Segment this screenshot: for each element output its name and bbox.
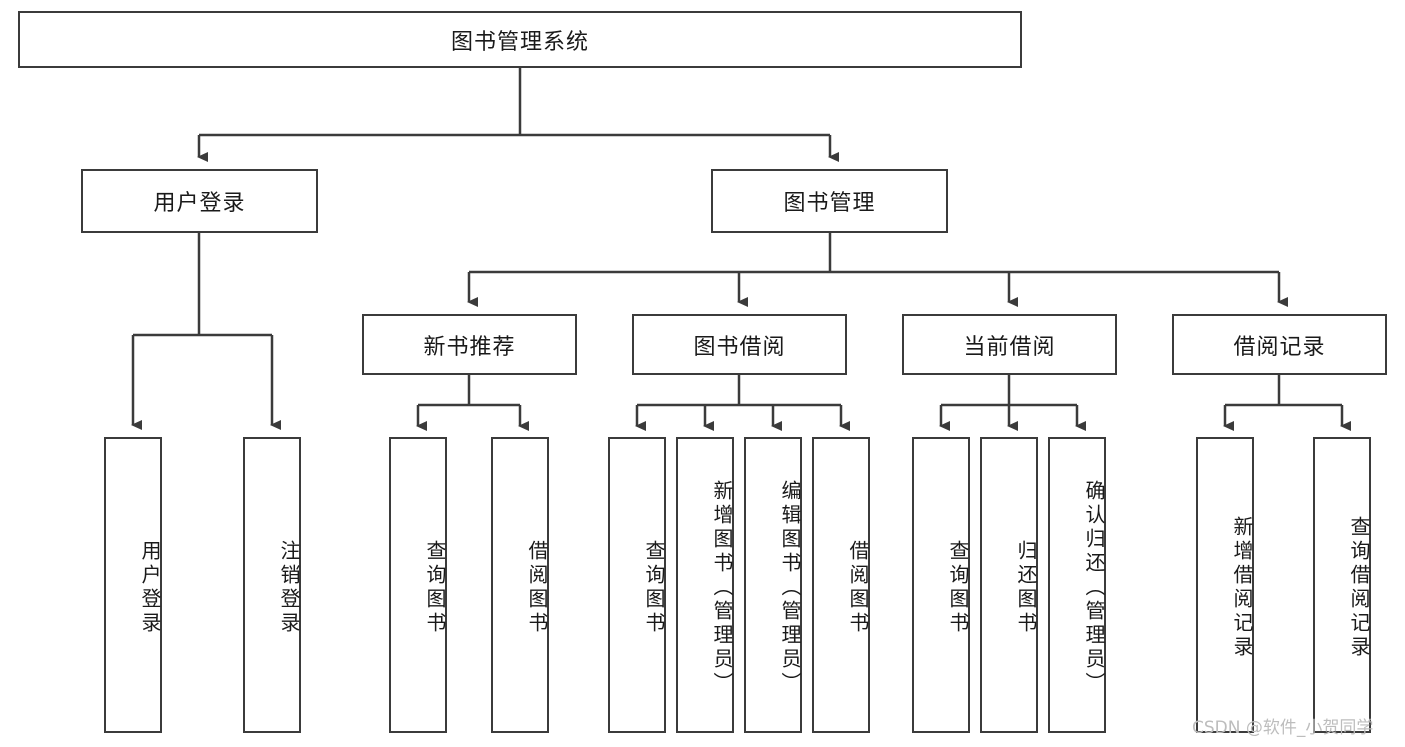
leaf-borrow-query-book[interactable]: 查询图书 <box>608 437 666 733</box>
node-root-system[interactable]: 图书管理系统 <box>18 11 1022 68</box>
leaf-current-query-book[interactable]: 查询图书 <box>912 437 970 733</box>
leaf-label: 查询图书 <box>946 540 970 636</box>
leaf-label: 注销登录 <box>277 540 301 636</box>
leaf-label: 归还图书 <box>1014 540 1038 636</box>
leaf-new-book-query[interactable]: 查询图书 <box>389 437 447 733</box>
leaf-borrow-add-book[interactable]: 新增图书（管理员） <box>676 437 734 733</box>
leaf-user-login-logout[interactable]: 注销登录 <box>243 437 301 733</box>
leaf-label: 借阅图书 <box>846 540 870 636</box>
leaf-label: 借阅图书 <box>525 540 549 636</box>
leaf-label: 新增图书（管理员） <box>710 480 734 696</box>
leaf-label: 编辑图书（管理员） <box>778 480 802 696</box>
leaf-label: 新增借阅记录 <box>1230 516 1254 660</box>
leaf-current-confirm-return[interactable]: 确认归还（管理员） <box>1048 437 1106 733</box>
leaf-label: 查询图书 <box>642 540 666 636</box>
node-new-book-recommend[interactable]: 新书推荐 <box>362 314 577 375</box>
node-current-borrow[interactable]: 当前借阅 <box>902 314 1117 375</box>
leaf-record-query[interactable]: 查询借阅记录 <box>1313 437 1371 733</box>
leaf-label: 查询借阅记录 <box>1347 516 1371 660</box>
leaf-current-return-book[interactable]: 归还图书 <box>980 437 1038 733</box>
leaf-label: 查询图书 <box>423 540 447 636</box>
leaf-label: 确认归还（管理员） <box>1082 480 1106 696</box>
leaf-user-login-login[interactable]: 用户登录 <box>104 437 162 733</box>
leaf-record-add[interactable]: 新增借阅记录 <box>1196 437 1254 733</box>
leaf-borrow-edit-book[interactable]: 编辑图书（管理员） <box>744 437 802 733</box>
leaf-new-book-borrow[interactable]: 借阅图书 <box>491 437 549 733</box>
node-borrow-record[interactable]: 借阅记录 <box>1172 314 1387 375</box>
leaf-label: 用户登录 <box>138 540 162 636</box>
node-user-login[interactable]: 用户登录 <box>81 169 318 233</box>
node-book-management[interactable]: 图书管理 <box>711 169 948 233</box>
node-book-borrow[interactable]: 图书借阅 <box>632 314 847 375</box>
leaf-borrow-borrow-book[interactable]: 借阅图书 <box>812 437 870 733</box>
